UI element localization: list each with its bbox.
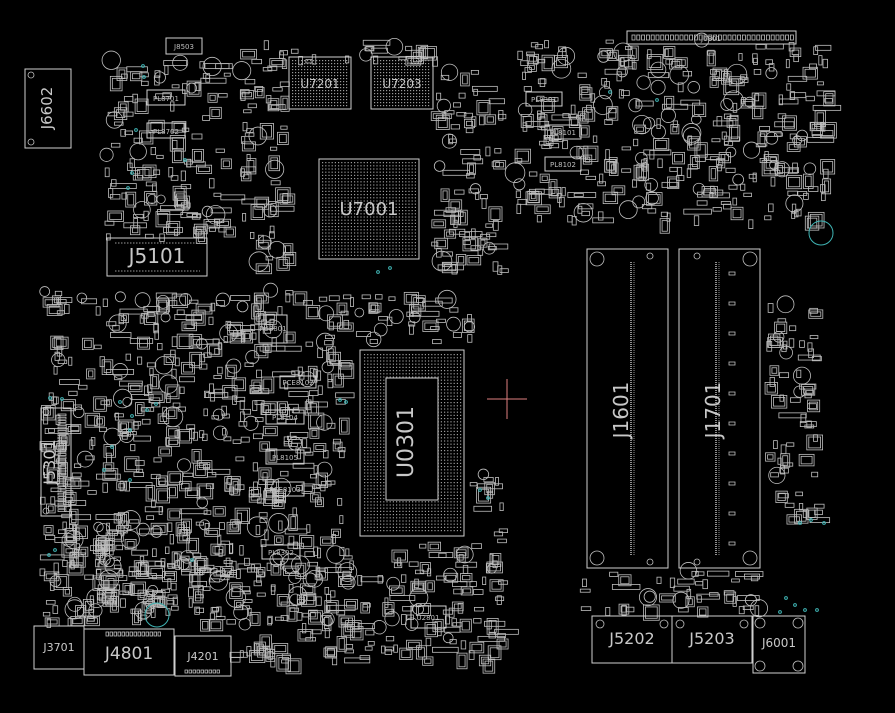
label-pce8102: PCE8102 bbox=[282, 379, 313, 387]
label-j6801: J6801 bbox=[700, 35, 721, 43]
label-pl8105: PL8105 bbox=[272, 454, 298, 462]
connector-j6602[interactable]: J6602 bbox=[24, 68, 72, 149]
inductor-pl8702[interactable]: PL8702 bbox=[146, 122, 186, 139]
label-j5101: J5101 bbox=[127, 244, 186, 268]
label-j6001: J6001 bbox=[761, 636, 796, 650]
label-u7201: U7201 bbox=[300, 77, 339, 91]
inductor-pl8302[interactable]: PL8302 bbox=[261, 544, 301, 560]
label-pu8801: PU8801 bbox=[259, 325, 286, 333]
crosshair-cursor-icon bbox=[487, 379, 527, 419]
label-pl8701: PL8701 bbox=[153, 95, 179, 103]
connector-j8503[interactable]: J8503 bbox=[165, 37, 203, 55]
connector-j5101[interactable]: J5101 bbox=[106, 237, 208, 277]
connector-j6801[interactable]: J6801 bbox=[626, 30, 797, 45]
label-pl8301: PL8301 bbox=[531, 96, 557, 104]
label-pl8302: PL8302 bbox=[268, 549, 294, 557]
connector-j6001[interactable]: J6001 bbox=[752, 615, 806, 674]
label-j1601: J1601 bbox=[609, 382, 633, 441]
label-u7203: U7203 bbox=[382, 77, 421, 91]
inductor-pl8101[interactable]: PL8101 bbox=[544, 124, 582, 140]
chip-u2801[interactable]: U2801 bbox=[410, 605, 447, 629]
connector-j5301[interactable]: J5301 bbox=[40, 407, 72, 517]
label-j4801: J4801 bbox=[104, 644, 153, 664]
label-pl8101: PL8101 bbox=[550, 129, 576, 137]
label-j8503: J8503 bbox=[173, 43, 194, 51]
connector-j5203[interactable]: J5203 bbox=[671, 615, 753, 664]
inductor-pl8301[interactable]: PL8301 bbox=[525, 91, 563, 107]
capacitor-pce8102[interactable]: PCE8102 bbox=[279, 375, 317, 389]
label-pl8102: PL8102 bbox=[550, 161, 576, 169]
inductor-pl8701[interactable]: PL8701 bbox=[146, 89, 186, 106]
chip-u7203[interactable]: U7203 bbox=[370, 56, 434, 110]
small-components-layer bbox=[39, 32, 842, 675]
label-j5301: J5301 bbox=[40, 439, 59, 485]
label-j5203: J5203 bbox=[688, 629, 734, 648]
label-j3701: J3701 bbox=[42, 641, 74, 654]
label-j5202: J5202 bbox=[608, 629, 654, 648]
label-j4201: J4201 bbox=[186, 650, 218, 663]
mounting-hole bbox=[144, 602, 170, 628]
capacitor-pce8103[interactable]: PCE8103 bbox=[265, 481, 305, 497]
label-pl8702: PL8702 bbox=[153, 128, 179, 136]
label-u2801: U2801 bbox=[417, 614, 440, 622]
label-pce8103: PCE8103 bbox=[269, 486, 300, 494]
label-j6602: J6602 bbox=[38, 87, 56, 131]
connector-j4201[interactable]: J4201 bbox=[174, 635, 232, 677]
slot-j1601[interactable]: J1601 bbox=[586, 248, 669, 569]
label-u0301: U0301 bbox=[394, 406, 419, 478]
label-u7001: U7001 bbox=[340, 199, 399, 220]
mounting-hole bbox=[808, 220, 834, 246]
chip-pu8801[interactable]: PU8801 bbox=[258, 314, 288, 344]
vias-layer bbox=[47, 64, 826, 614]
inductor-pl8102[interactable]: PL8102 bbox=[544, 156, 582, 172]
label-j1701: J1701 bbox=[701, 382, 725, 441]
chip-u0301[interactable]: U0301 bbox=[359, 349, 465, 537]
slot-j1701[interactable]: J1701 bbox=[678, 248, 761, 569]
label-pl8104: PL8104 bbox=[272, 414, 298, 422]
chip-u7001[interactable]: U7001 bbox=[318, 158, 420, 260]
chip-u7201[interactable]: U7201 bbox=[288, 56, 352, 110]
inductor-pl8105[interactable]: PL8105 bbox=[265, 449, 305, 465]
inductor-pl8104[interactable]: PL8104 bbox=[265, 409, 305, 425]
connector-j4801[interactable]: J4801 bbox=[83, 628, 175, 676]
